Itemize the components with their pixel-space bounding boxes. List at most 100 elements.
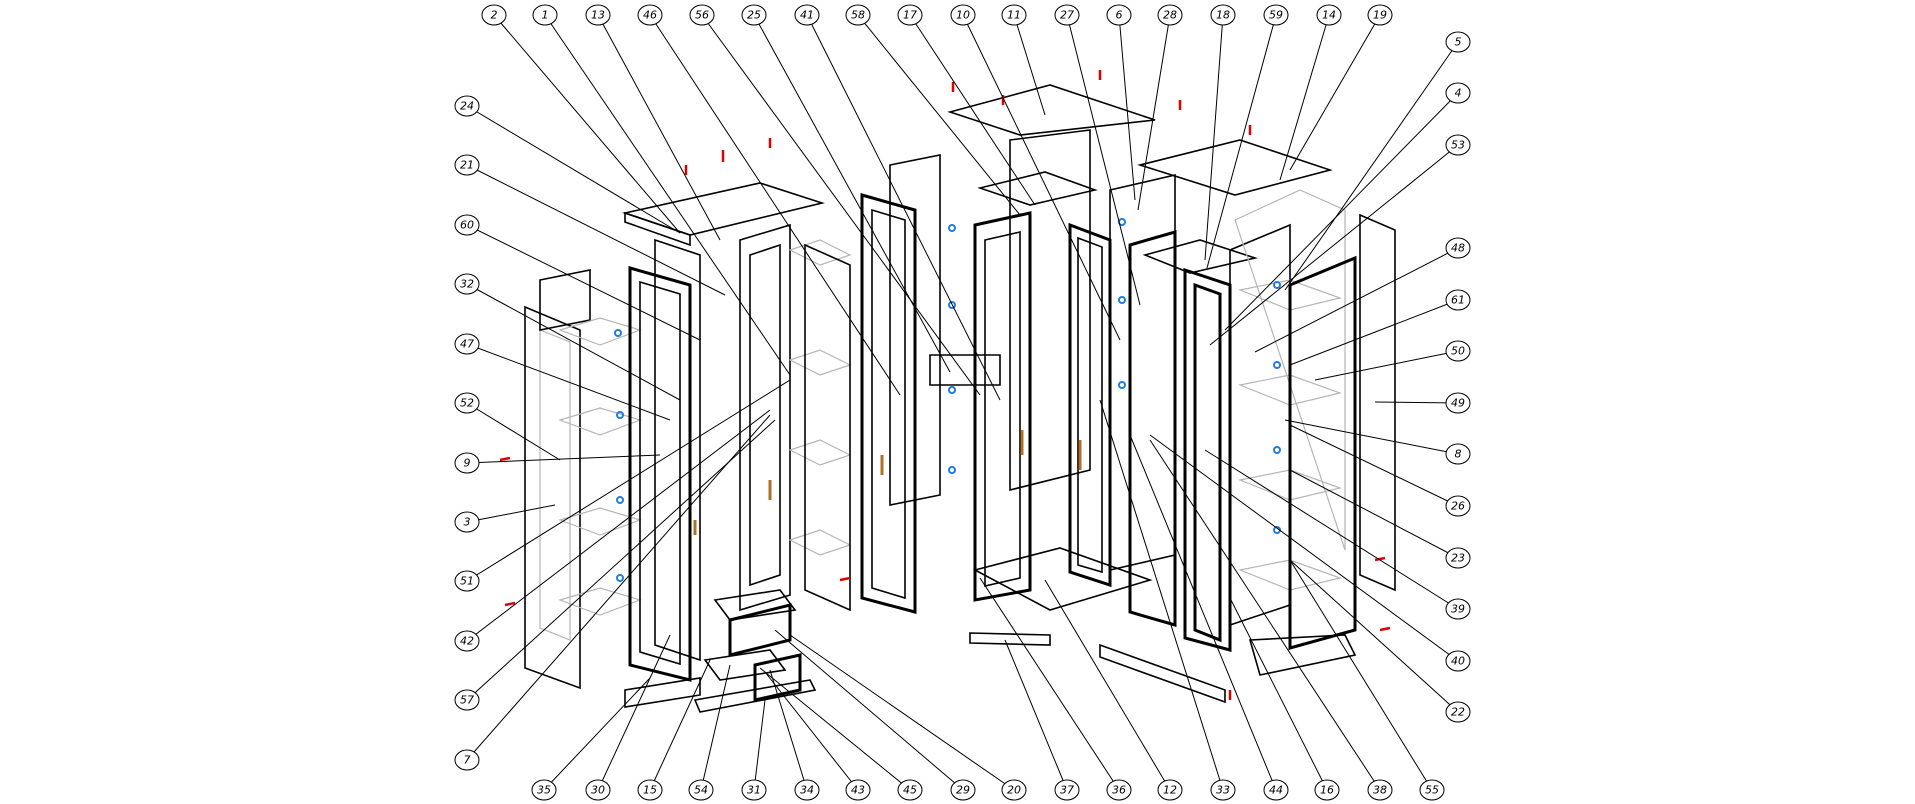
center-door-left [860,193,917,614]
leader-line [466,343,671,421]
callout-top: 25 [741,4,767,26]
callout-number: 58 [851,9,865,22]
callout-circle [1054,779,1080,801]
leader-line [466,379,791,582]
right-top-panel [1137,139,1333,274]
callout-top: 6 [1106,4,1132,26]
callout-top: 58 [845,4,871,26]
callout-number: 25 [747,9,761,22]
callout-number: 17 [903,9,917,22]
plinth-center [969,632,1051,646]
leader-line [1289,424,1459,507]
callout-number: 41 [800,9,814,22]
callout-number: 31 [747,784,761,797]
callout-bottom: 33 [1210,779,1236,801]
callout-number: 22 [1451,706,1465,719]
leader-line [769,669,808,791]
callout-top: 10 [950,4,976,26]
callout-circle [454,214,480,236]
callout-circle [1445,82,1471,104]
center-right-door [1068,222,1112,588]
callout-circle [585,779,611,801]
leader-line [759,667,911,791]
leader-line [466,419,776,701]
leader-line [962,14,1121,341]
leader-line [909,14,1036,206]
callout-number: 6 [1116,9,1123,22]
leader-line [1254,247,1459,353]
leader-line [1204,449,1459,610]
leader-line [1149,439,1381,791]
leader-line [466,164,726,296]
callout-circle [454,333,480,355]
callout-bottom: 54 [688,779,714,801]
left-top-panel [622,182,825,247]
callout-top: 41 [794,4,820,26]
leader-line [1229,597,1328,791]
callout-number: 54 [694,784,708,797]
door-handles [693,430,1024,535]
callout-bottom: 45 [897,779,923,801]
callout-circle [454,511,480,533]
leader-line [1013,14,1046,116]
leader-line [1284,419,1459,455]
furniture-parts [499,70,1396,713]
leader-line [466,402,561,461]
callout-number: 47 [460,338,474,351]
callout-circle [1445,237,1471,259]
callout-right: 39 [1445,598,1471,620]
leader-line [1099,399,1224,791]
callout-number: 16 [1320,784,1334,797]
callout-number: 7 [464,754,471,767]
left-back-panel [539,269,591,331]
corner-cabinet [973,129,1091,602]
leader-line [466,105,681,234]
right-mirror-door [1183,267,1232,652]
callout-number: 19 [1373,9,1387,22]
callout-bottom: 15 [637,779,663,801]
callout-circle [1316,4,1342,26]
callout-circle [1419,779,1445,801]
leader-line [466,504,556,523]
callout-circle [1054,4,1080,26]
callout-circle [637,4,663,26]
callout-bottom: 20 [1001,779,1027,801]
callout-bottom: 16 [1314,779,1340,801]
callout-top: 1 [532,4,558,26]
callout-circle [1106,779,1132,801]
callout-number: 34 [800,784,814,797]
leader-line [649,14,901,396]
callout-number: 60 [460,219,474,232]
callout-bottom: 43 [845,779,871,801]
red-fasteners [499,70,1391,700]
callout-number: 36 [1112,784,1126,797]
center-back-panel [889,154,941,506]
callout-circle [454,392,480,414]
leader-line [700,664,731,791]
callout-number: 1 [542,9,549,22]
callout-circle [1314,779,1340,801]
callout-number: 29 [956,784,970,797]
callout-circle [1445,598,1471,620]
callout-number: 32 [460,278,474,291]
callout-top: 56 [689,4,715,26]
leader-line [544,14,791,376]
callout-left: 7 [454,749,480,771]
callout-number: 4 [1455,87,1462,100]
callout-right: 49 [1445,392,1471,414]
callout-circle [454,630,480,652]
callout-right: 22 [1445,701,1471,723]
callout-number: 9 [464,457,471,470]
callout-left: 24 [454,95,480,117]
callout-number: 49 [1451,397,1465,410]
leader-line [857,14,1021,216]
callout-circle [950,4,976,26]
corner-bottom-panel [972,547,1153,611]
callout-number: 8 [1455,448,1462,461]
leader-line [1289,559,1459,713]
callout-circle [688,779,714,801]
callout-number: 46 [643,9,657,22]
leader-line [597,14,721,241]
callout-circle [897,779,923,801]
